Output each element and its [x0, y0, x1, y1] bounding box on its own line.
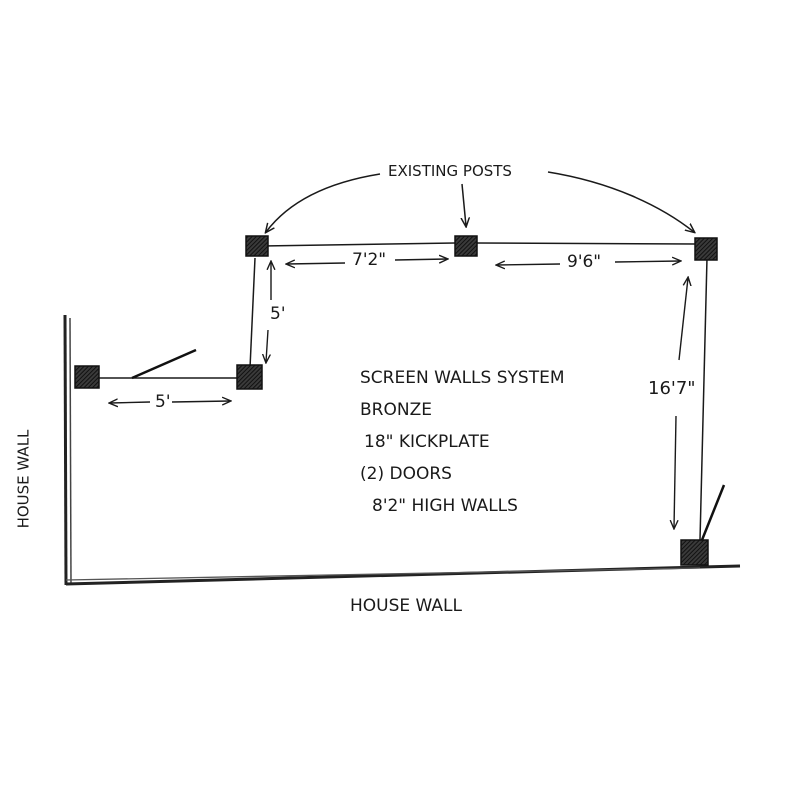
callout-existing-posts: EXISTING POSTS	[388, 162, 512, 180]
post-bottom-right	[680, 539, 709, 566]
post-top-right	[694, 237, 718, 261]
post-left-wall	[74, 365, 100, 389]
house-wall-bottom-label: HOUSE WALL	[350, 596, 462, 616]
post-top-middle	[454, 235, 478, 257]
callout-arrows	[266, 171, 694, 232]
post-step	[236, 364, 263, 390]
specification-notes: SCREEN WALLS SYSTEM BRONZE 18" KICKPLATE…	[360, 362, 564, 522]
dimension-arrows	[110, 259, 688, 528]
dimension-step-vertical: 5'	[270, 304, 286, 324]
note-doors: (2) DOORS	[360, 464, 452, 484]
post-top-left	[245, 235, 269, 257]
screen-wall-lines	[99, 242, 708, 541]
dimension-right-vertical: 16'7"	[648, 378, 696, 399]
dimension-top-left: 7'2"	[352, 250, 387, 270]
note-color: BRONZE	[360, 400, 432, 420]
house-wall-left	[63, 314, 72, 586]
note-wall-height: 8'2" HIGH WALLS	[372, 496, 518, 516]
house-wall-bottom	[65, 564, 741, 586]
note-system: SCREEN WALLS SYSTEM	[360, 368, 565, 388]
house-wall-left-label: HOUSE WALL	[14, 429, 33, 529]
dimension-step-horizontal: 5'	[155, 392, 171, 412]
note-kickplate: 18" KICKPLATE	[364, 432, 490, 452]
dimension-top-right: 9'6"	[567, 252, 602, 272]
door-swing-left	[131, 348, 197, 380]
